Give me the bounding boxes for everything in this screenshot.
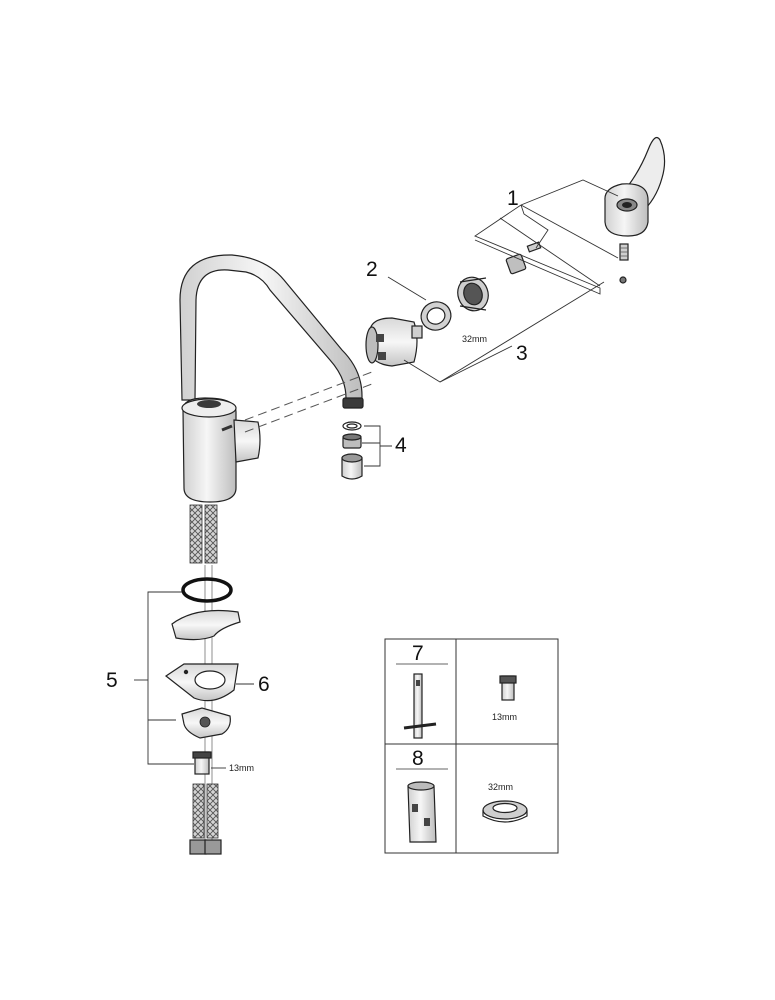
handle-set-screw xyxy=(619,243,629,284)
tool-8-number: 8 xyxy=(412,747,424,770)
dim-13mm-fitting: 13mm xyxy=(229,763,254,773)
lever-handle xyxy=(604,137,666,237)
tool-7-fitting xyxy=(499,675,517,701)
retaining-ring xyxy=(420,301,452,331)
cartridge-adapter xyxy=(505,241,542,275)
callout-3-leader xyxy=(403,281,605,383)
callout-5-leader xyxy=(147,591,194,765)
cartridge xyxy=(365,317,423,367)
body-side-boss xyxy=(233,419,261,463)
o-ring-seal xyxy=(181,577,233,603)
tool-7-number: 7 xyxy=(412,642,424,665)
spout-tip xyxy=(342,397,364,409)
faucet-body xyxy=(179,254,373,503)
lower-hoses xyxy=(189,783,222,855)
callout-2-leader xyxy=(387,276,427,301)
mounting-washer xyxy=(171,609,241,641)
mounting-nut xyxy=(181,707,231,739)
tool-8-size: 32mm xyxy=(488,782,513,792)
tool-8-socket xyxy=(407,781,437,843)
tool-7-wrench xyxy=(403,673,437,739)
callout-4: 4 xyxy=(395,434,407,457)
bonnet-nut xyxy=(457,276,489,312)
hose-fitting xyxy=(192,751,212,775)
tools-table: 7 13mm 8 32mm xyxy=(384,638,559,854)
aerator-set xyxy=(341,421,363,480)
callout-5: 5 xyxy=(106,669,118,692)
callout-1: 1 xyxy=(507,187,519,210)
tool-8-nut xyxy=(482,800,528,823)
dim-32mm-nut: 32mm xyxy=(462,334,487,344)
tool-7-size: 13mm xyxy=(492,712,517,722)
callout-1-leader xyxy=(474,179,619,295)
callout-4-leader xyxy=(362,425,392,467)
callout-6: 6 xyxy=(258,673,270,696)
callout-2: 2 xyxy=(366,258,378,281)
mounting-bracket xyxy=(164,663,239,702)
callout-3: 3 xyxy=(516,342,528,365)
